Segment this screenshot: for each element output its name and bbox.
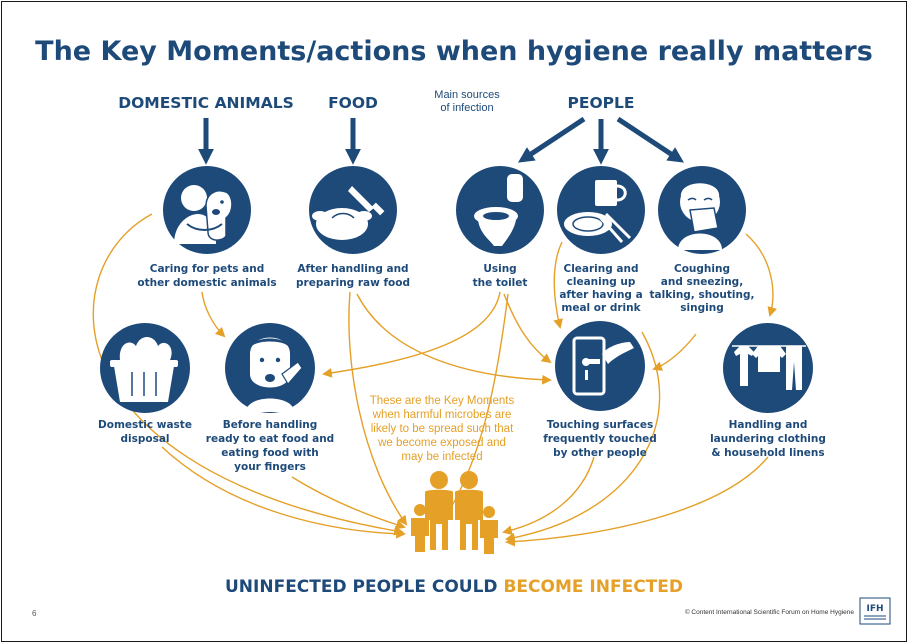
label-eating-1: Before handling bbox=[223, 419, 318, 431]
center-note-line4: we become exposed and bbox=[377, 437, 506, 449]
label-meal-3: after having a bbox=[559, 289, 642, 301]
label-waste-1: Domestic waste bbox=[98, 419, 192, 431]
bottom-statement-part2: BECOME INFECTED bbox=[503, 577, 683, 597]
center-note-line3: likely to be spread such that bbox=[371, 423, 514, 435]
label-raw-food-2: preparing raw food bbox=[296, 277, 410, 289]
arrow-laundry-to-family bbox=[505, 456, 769, 547]
arrow-cough-to-laundry bbox=[745, 233, 777, 317]
center-note-line2: when harmful microbes are bbox=[372, 409, 512, 421]
raw-chicken-knife-icon bbox=[312, 186, 385, 240]
arrow-toilet-to-eating bbox=[322, 291, 501, 378]
label-coughing-1: Coughing bbox=[674, 263, 730, 275]
arrow-people-cough bbox=[616, 116, 685, 163]
person-hugging-dog-icon bbox=[174, 185, 233, 244]
orange-arrows bbox=[92, 213, 777, 547]
node-pets bbox=[163, 166, 251, 254]
label-raw-food-1: After handling and bbox=[297, 263, 408, 275]
sources-note-line2: of infection bbox=[440, 102, 493, 114]
navy-arrows bbox=[197, 116, 685, 165]
waste-bin-icon bbox=[110, 337, 178, 402]
center-note-line1: These are the Key Moments bbox=[370, 395, 515, 407]
cup-plate-cutlery-icon bbox=[564, 180, 632, 243]
arrow-waste-to-family bbox=[161, 446, 406, 539]
clothes-line-icon bbox=[732, 345, 806, 390]
ifh-logo: IFH bbox=[859, 597, 891, 625]
label-eating-4: your fingers bbox=[234, 461, 306, 473]
meal-circle bbox=[557, 166, 645, 254]
node-surfaces bbox=[555, 321, 645, 411]
arrow-rawfood-to-surfaces bbox=[356, 293, 552, 385]
label-coughing-2: and sneezing, bbox=[661, 276, 743, 288]
bottom-statement-part1: UNINFECTED PEOPLE COULD bbox=[225, 577, 503, 597]
label-toilet-1: Using bbox=[483, 263, 516, 275]
category-people: PEOPLE bbox=[568, 94, 635, 112]
node-meal bbox=[557, 166, 645, 254]
arrow-eating-to-family bbox=[291, 476, 406, 530]
hand-touching-door-handle-icon bbox=[572, 336, 634, 396]
label-laundry-3: & household linens bbox=[711, 447, 824, 459]
node-coughing bbox=[658, 166, 746, 254]
center-note: These are the Key Moments when harmful m… bbox=[370, 395, 515, 463]
page-title: The Key Moments/actions when hygiene rea… bbox=[35, 36, 873, 67]
label-meal-1: Clearing and bbox=[563, 263, 638, 275]
node-eating bbox=[225, 323, 315, 413]
arrow-toilet-to-surfaces bbox=[503, 293, 552, 364]
arrow-surfaces-to-family bbox=[502, 456, 595, 535]
copyright-text: © Content International Scientific Forum… bbox=[685, 608, 855, 616]
ifh-logo-text: IFH bbox=[866, 604, 883, 614]
label-waste-2: disposal bbox=[120, 433, 169, 445]
arrow-rawfood-to-family bbox=[348, 291, 408, 526]
node-toilet bbox=[456, 166, 544, 254]
page-number: 6 bbox=[32, 609, 37, 618]
person-eating-with-fingers-icon bbox=[246, 337, 303, 412]
label-pets-1: Caring for pets and bbox=[150, 263, 264, 275]
node-waste bbox=[100, 323, 190, 413]
label-surfaces-3: by other people bbox=[553, 447, 647, 459]
label-meal-2: cleaning up bbox=[567, 276, 636, 288]
category-food: FOOD bbox=[328, 94, 378, 112]
label-pets-2: other domestic animals bbox=[137, 277, 276, 289]
label-toilet-2: the toilet bbox=[473, 277, 528, 289]
label-surfaces-2: frequently touched bbox=[543, 433, 657, 445]
family-icon bbox=[411, 471, 498, 554]
label-coughing-3: talking, shouting, bbox=[650, 289, 755, 301]
arrow-pets-to-eating bbox=[201, 291, 226, 338]
bottom-statement: UNINFECTED PEOPLE COULD BECOME INFECTED bbox=[225, 577, 683, 597]
label-eating-2: ready to eat food and bbox=[206, 433, 334, 445]
arrow-surfaces-to-family-right bbox=[505, 331, 661, 543]
arrow-meal-to-surfaces bbox=[553, 241, 563, 329]
person-sneezing-icon bbox=[678, 181, 722, 250]
label-eating-3: eating food with bbox=[221, 447, 318, 459]
label-laundry-1: Handling and bbox=[729, 419, 808, 431]
arrow-cough-to-surfaces bbox=[652, 333, 697, 371]
label-meal-4: meal or drink bbox=[561, 302, 641, 314]
label-laundry-2: laundering clothing bbox=[710, 433, 826, 445]
node-raw-food bbox=[309, 166, 397, 254]
toilet-icon bbox=[474, 174, 523, 246]
sources-note-line1: Main sources bbox=[434, 89, 500, 101]
category-domestic-animals: DOMESTIC ANIMALS bbox=[118, 94, 294, 112]
label-coughing-4: singing bbox=[680, 302, 723, 314]
node-laundry bbox=[723, 323, 813, 413]
label-surfaces-1: Touching surfaces bbox=[547, 419, 654, 431]
surfaces-circle bbox=[555, 321, 645, 411]
arrow-people-toilet bbox=[517, 116, 586, 163]
center-note-line5: may be infected bbox=[401, 451, 482, 463]
